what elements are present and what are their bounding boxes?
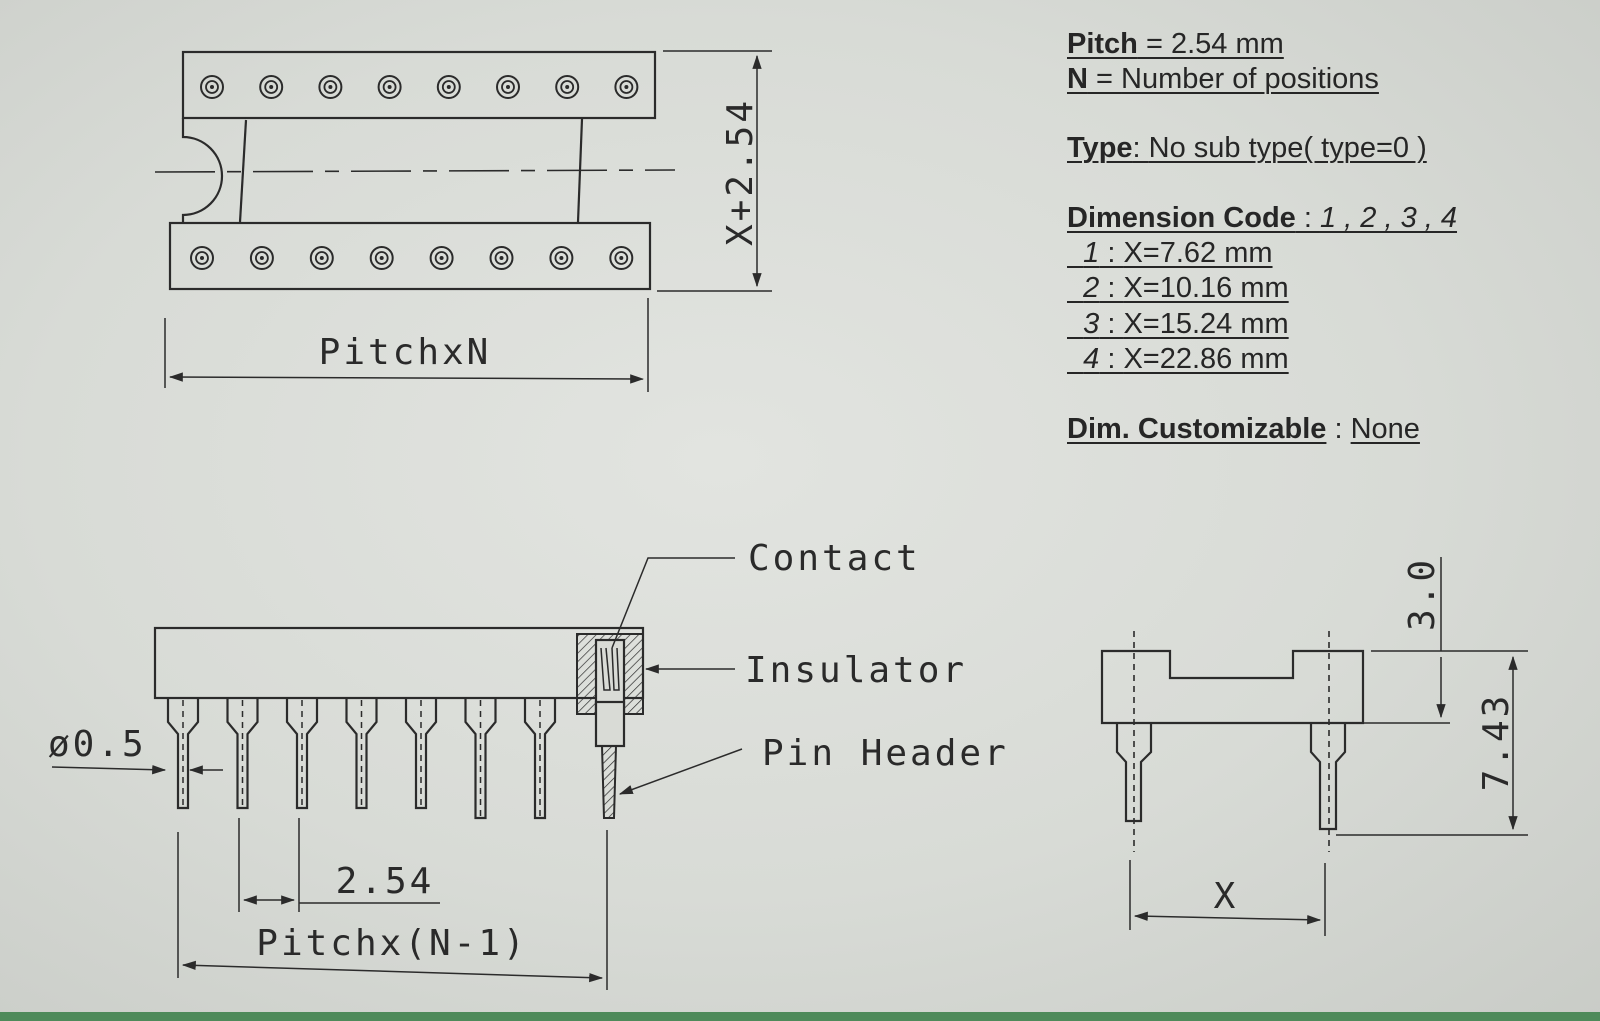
- side-pin-6: [464, 698, 497, 820]
- spec-pitch-key: Pitch: [1067, 28, 1138, 60]
- label-insulator: Insulator: [745, 650, 967, 691]
- label-pitch: 2.54: [336, 861, 435, 902]
- top-hole-upper-3: [318, 75, 343, 99]
- top-view-upper-row-body: [181, 50, 657, 120]
- label-pitch-n-minus-1: Pitchx(N-1): [256, 923, 527, 964]
- top-holes-lower: [190, 246, 634, 270]
- sectioned-contact: [576, 633, 644, 819]
- top-hole-lower-3: [309, 246, 334, 270]
- top-view-notch: [181, 118, 224, 223]
- spec-pitch-value: 2.54 mm: [1170, 28, 1284, 60]
- top-hole-lower-6: [489, 246, 514, 270]
- top-hole-upper-1: [200, 75, 224, 99]
- top-hole-lower-7: [549, 246, 574, 270]
- label-pin-diameter: ø0.5: [48, 724, 147, 765]
- leader-contact: [611, 557, 735, 649]
- dimension-x: [1133, 911, 1322, 925]
- top-holes-upper: [200, 75, 639, 99]
- spec-type-value: No sub type( type=0 ): [1148, 132, 1427, 164]
- side-view-pins: [166, 698, 557, 820]
- top-hole-upper-5: [436, 75, 461, 99]
- label-x: X: [1214, 876, 1239, 917]
- top-hole-lower-5: [429, 246, 454, 270]
- spec-dim-customizable: Dim. Customizable : None: [1067, 413, 1420, 445]
- top-hole-upper-6: [496, 75, 520, 99]
- side-pin-5: [404, 698, 438, 810]
- spec-n: N = Number of positions: [1067, 63, 1379, 95]
- end-view: X 3.0 7.43: [1100, 557, 1528, 936]
- spec-type-key: Type: [1067, 132, 1133, 164]
- spec-dimension-option-2: 2 : X=10.16 mm: [1083, 272, 1289, 304]
- spec-dim-customizable-key: Dim. Customizable: [1067, 413, 1327, 445]
- bottom-green-strip: [0, 1012, 1600, 1021]
- top-view: X+2.54 PitchxN: [154, 50, 772, 392]
- top-hole-upper-8: [614, 75, 639, 99]
- spec-dimension-code-value: 1 , 2 , 3 , 4: [1319, 202, 1458, 234]
- top-hole-upper-4: [377, 75, 402, 99]
- top-hole-upper-2: [259, 75, 284, 99]
- label-body-height: 3.0: [1402, 557, 1443, 631]
- label-pitch-n: PitchxN: [319, 332, 492, 373]
- end-view-pin-right: [1309, 723, 1347, 831]
- end-view-insulator-body: [1100, 649, 1365, 725]
- end-view-pin-left: [1115, 723, 1153, 823]
- spec-dimension-option-3: 3 : X=15.24 mm: [1083, 308, 1289, 340]
- top-hole-lower-1: [190, 246, 214, 270]
- spec-dimension-option-4: 4 : X=22.86 mm: [1083, 343, 1289, 375]
- top-hole-lower-2: [249, 246, 274, 270]
- label-total-height: 7.43: [1476, 693, 1517, 792]
- top-view-centerline: [154, 169, 676, 173]
- side-pin-1: [166, 698, 200, 810]
- spec-n-key: N: [1067, 63, 1088, 95]
- spec-dimension-code-key: Dimension Code: [1067, 202, 1296, 234]
- spec-dimension-code: Dimension Code : 1 , 2 , 3 , 4: [1067, 202, 1458, 234]
- top-view-lower-row-body: [168, 221, 652, 291]
- spec-dimension-option-1: 1 : X=7.62 mm: [1083, 237, 1273, 269]
- side-pin-2: [226, 698, 259, 810]
- spec-pitch: Pitch = 2.54 mm: [1067, 28, 1284, 60]
- dimension-pitch-n-minus-1: [181, 960, 604, 983]
- side-view: Contact Insulator Pin Header ø0.5 2.54 P…: [48, 538, 1009, 990]
- side-pin-3: [285, 698, 319, 810]
- side-view-insulator-body: [153, 626, 645, 700]
- spec-type: Type: No sub type( type=0 ): [1067, 132, 1427, 164]
- label-contact: Contact: [748, 538, 921, 579]
- label-pin-header: Pin Header: [762, 733, 1009, 774]
- leader-pin-header: [618, 748, 743, 795]
- side-pin-7: [523, 698, 557, 820]
- top-hole-upper-7: [555, 75, 580, 99]
- top-hole-lower-4: [369, 246, 394, 270]
- spec-n-value: Number of positions: [1121, 63, 1379, 95]
- dimension-pitch-n: [168, 372, 645, 384]
- top-hole-lower-8: [609, 246, 634, 270]
- spec-dim-customizable-value: None: [1350, 413, 1420, 445]
- side-pin-4: [345, 698, 378, 810]
- label-x-plus-pitch: X+2.54: [720, 98, 761, 246]
